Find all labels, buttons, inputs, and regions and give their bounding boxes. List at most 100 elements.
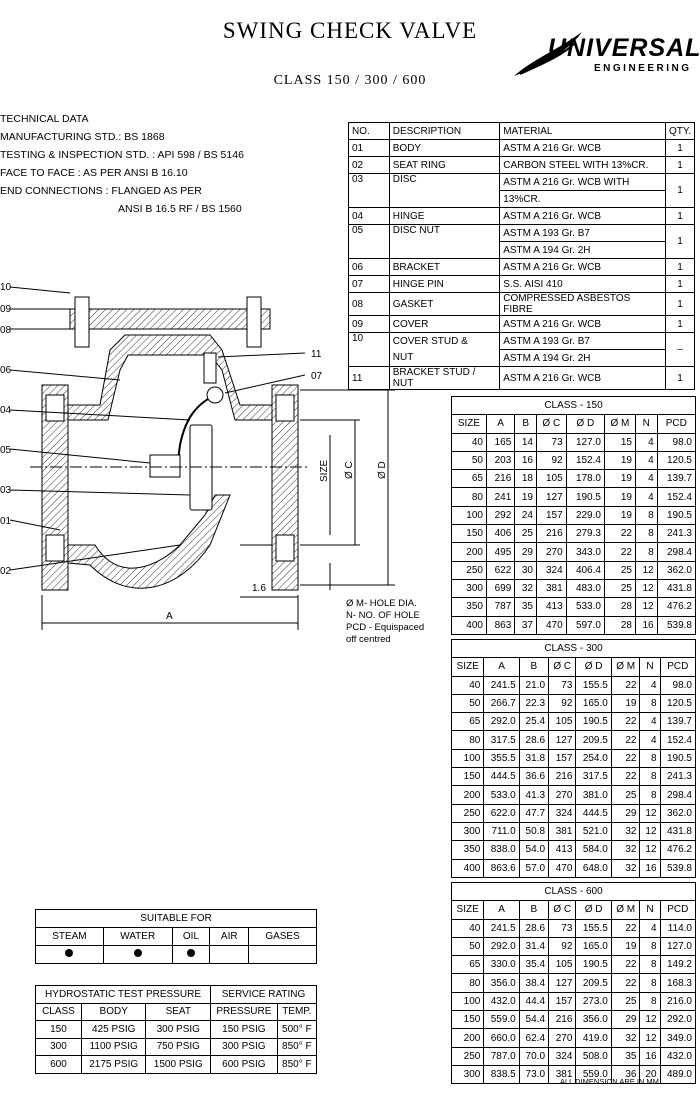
column-header: Ø D (565, 414, 605, 434)
cell: 600 (35, 1055, 82, 1074)
table-cell: 29 (610, 1010, 641, 1030)
table-cell: 40 (450, 675, 485, 695)
table-cell: 12 (634, 597, 658, 617)
table-cell: 105 (536, 469, 567, 489)
table-cell: 533.0 (565, 597, 605, 617)
table-cell: 149.2 (659, 955, 697, 975)
hydro-row: 150 425 PSIG 300 PSIG 150 PSIG 500° F (35, 1020, 318, 1039)
table-cell: 36.6 (518, 767, 550, 787)
table-cell: 12 (634, 578, 658, 599)
table-cell: 92 (536, 450, 567, 471)
table-cell: 100 (450, 991, 485, 1012)
column-header: SIZE (451, 414, 487, 434)
cell: 300 PSIG (145, 1020, 212, 1039)
media-water: WATER (102, 927, 173, 946)
table-cell: 200 (450, 1028, 485, 1048)
table-cell: 73 (548, 918, 577, 938)
column-header: Ø M (610, 900, 641, 920)
table-cell: 50 (450, 936, 485, 957)
table-cell: 12 (634, 560, 658, 580)
table-cell: 229.0 (565, 505, 605, 526)
table-cell: 8 (639, 973, 661, 993)
table-cell: 15 (603, 432, 636, 452)
callout-10: 10 (0, 282, 12, 293)
column-header: N (639, 900, 661, 920)
table-cell: 62.4 (518, 1028, 550, 1048)
part-qty: 1 (664, 315, 696, 333)
table-cell: 381 (548, 1064, 577, 1085)
table-cell: 343.0 (565, 542, 605, 562)
table-cell: 292 (485, 505, 516, 526)
table-cell: 28 (603, 597, 636, 617)
table-cell: 12 (639, 1028, 661, 1048)
table-cell: 41.3 (518, 785, 550, 805)
table-cell: 444.5 (483, 767, 520, 787)
part-no: 03 (348, 173, 390, 208)
cell: 850° F (276, 1037, 318, 1056)
table-cell: 266.7 (483, 693, 520, 714)
logo-subtext: ENGINEERING (594, 63, 692, 74)
table-cell: 431.8 (656, 578, 697, 599)
table-cell: 216 (548, 767, 577, 787)
table-cell: 25 (610, 785, 641, 805)
part-qty: 1 (664, 258, 696, 276)
table-cell: 330.0 (483, 955, 520, 975)
table-cell: 152.4 (656, 487, 697, 507)
table-cell: 30 (514, 560, 537, 580)
table-cell: 12 (639, 840, 661, 860)
table-cell: 521.0 (575, 821, 612, 842)
table-cell: 539.8 (659, 858, 697, 878)
part-material: ASTM A 193 Gr. B7 (499, 332, 666, 350)
table-cell: 16 (514, 450, 537, 471)
table-cell: 317.5 (575, 767, 612, 787)
table-cell: 8 (639, 936, 661, 957)
table-cell: 838.5 (483, 1064, 520, 1085)
service-caption: SERVICE RATING (210, 985, 317, 1004)
parts-row: 07 HINGE PIN S.S. AISI 410 1 (348, 275, 696, 293)
table-cell: 362.0 (659, 803, 697, 823)
table-cell: 25.4 (518, 712, 550, 732)
table-cell: 157 (548, 748, 577, 769)
column-header: N (634, 414, 658, 434)
part-material: COMPRESSED ASBESTOS FIBRE (499, 292, 666, 316)
table-cell: 431.8 (659, 821, 697, 842)
table-cell: 98.0 (659, 675, 697, 695)
table-cell: 32 (610, 821, 641, 842)
table-cell: 216 (536, 524, 567, 544)
part-material: ASTM A 216 Gr. WCB (499, 207, 666, 225)
part-qty: 1 (664, 139, 696, 157)
table-cell: 22 (610, 918, 641, 938)
table-cell: 114.0 (659, 918, 697, 938)
table-cell: 622 (485, 560, 516, 580)
part-qty: 1 (664, 224, 696, 259)
table-cell: 105 (548, 955, 577, 975)
parts-row-cont: NUT ASTM A 194 Gr. 2H (349, 349, 695, 367)
table-cell: 8 (639, 748, 661, 769)
column-header: Ø D (575, 657, 612, 677)
table-cell: 35 (514, 597, 537, 617)
part-no: 04 (348, 207, 390, 225)
column-header: Ø M (603, 414, 636, 434)
bullet-icon (65, 949, 74, 957)
table-cell: 65 (451, 469, 487, 489)
table-cell: 12 (639, 803, 661, 823)
table-cell: 47.7 (518, 803, 550, 823)
table-cell: 241.5 (483, 675, 520, 695)
table-cell: 32 (610, 1028, 641, 1048)
table-cell: 622.0 (483, 803, 520, 823)
table-cell: 73 (548, 675, 577, 695)
callout-05: 05 (0, 445, 12, 456)
table-cell: 120.5 (659, 693, 697, 714)
hole-notes: Ø M- HOLE DIA. N- NO. OF HOLE PCD - Equi… (346, 598, 424, 646)
part-desc: DISC (388, 173, 501, 208)
callout-01: 01 (0, 516, 12, 527)
part-material: ASTM A 216 Gr. WCB (499, 315, 666, 333)
table-cell: 298.4 (656, 542, 697, 562)
table-cell: 29 (514, 542, 537, 562)
part-no: 02 (348, 156, 390, 174)
